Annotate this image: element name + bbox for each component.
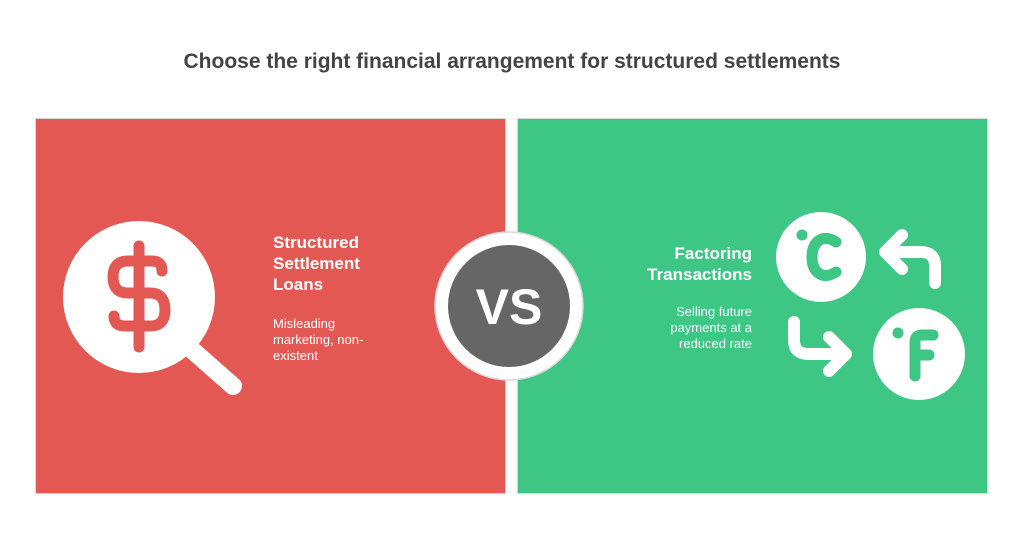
left-desc-line: marketing, non- [273,332,364,347]
page-title: Choose the right financial arrangement f… [183,50,841,73]
right-desc-line: reduced rate [679,336,752,351]
f-circle-icon [873,308,965,400]
left-heading-line: Settlement [273,254,360,273]
c-circle-icon [776,212,866,302]
left-desc-line: existent [273,348,318,363]
left-desc-line: Misleading [273,316,336,331]
right-desc-line: Selling future [676,304,752,319]
left-heading-line: Structured [273,233,359,252]
return-arrow-icon [879,229,941,289]
right-heading-line: Factoring [674,244,752,263]
vs-badge: VS [434,231,584,381]
forward-arrow-icon [788,316,852,377]
left-option-description: Misleading marketing, non- existent [273,316,393,364]
right-option-heading: Factoring Transactions [622,243,752,285]
left-option-heading: Structured Settlement Loans [273,232,393,295]
right-option-description: Selling future payments at a reduced rat… [642,304,752,352]
left-heading-line: Loans [273,275,324,294]
right-heading-line: Transactions [647,265,752,284]
right-desc-line: payments at a [670,320,752,335]
dollar-magnifier-icon [63,221,242,395]
vs-label: VS [476,279,543,335]
factoring-transactions-panel [518,119,987,493]
